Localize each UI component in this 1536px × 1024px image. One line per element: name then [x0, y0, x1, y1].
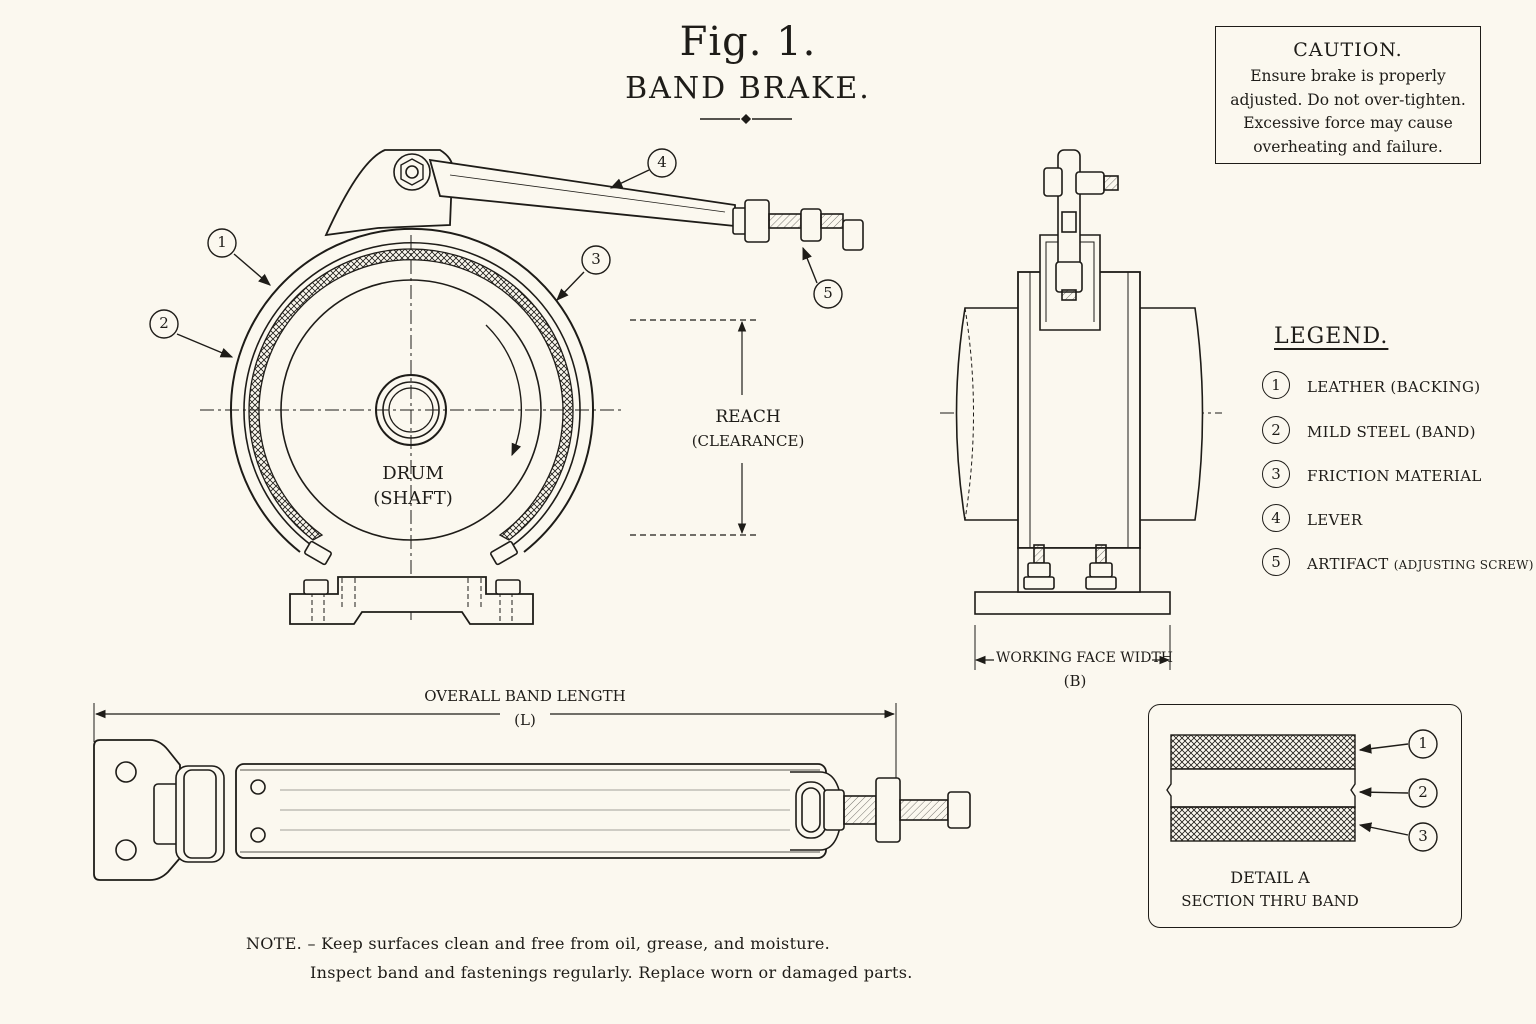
title-ornament [700, 113, 792, 125]
front-view [200, 149, 864, 625]
caution-line: overheating and failure. [1253, 137, 1443, 156]
shaft-hub [375, 374, 447, 446]
band-housing [230, 227, 594, 553]
legend-number: 4 [1262, 504, 1290, 532]
callout-3: 3 [591, 250, 601, 268]
band-anchor-bolts [304, 540, 518, 566]
drum [280, 279, 542, 541]
reach-dimension [630, 319, 758, 536]
shaft-label: (SHAFT) [373, 488, 453, 509]
callout-2: 2 [159, 314, 169, 332]
caution-heading: CAUTION. [1293, 39, 1403, 61]
reach-sublabel: (CLEARANCE) [691, 432, 805, 450]
detail-section [1166, 729, 1438, 852]
detail-title: DETAIL A [1230, 868, 1310, 887]
legend-number: 3 [1262, 460, 1290, 488]
callout-4: 4 [657, 153, 667, 171]
rotation-arrow [485, 324, 522, 457]
legend-title: LEGEND. [1274, 324, 1389, 349]
detail-a-frame [1148, 704, 1462, 928]
detail-callout-3: 3 [1418, 827, 1428, 845]
caution-line: adjusted. Do not over-tighten. [1230, 90, 1466, 109]
lever-adjusting-screw [732, 199, 864, 251]
legend-number: 5 [1262, 548, 1290, 576]
band-length-symbol: (L) [500, 713, 550, 728]
detail-callout-2: 2 [1418, 783, 1428, 801]
figure-title: BAND BRAKE. [625, 71, 871, 106]
callout-1: 1 [217, 233, 227, 251]
caution-box: CAUTION. Ensure brake is properly adjust… [1215, 26, 1481, 164]
legend-label: LEATHER (BACKING) [1307, 378, 1481, 396]
drum-label: DRUM [382, 463, 444, 484]
note-line-1: NOTE. – Keep surfaces clean and free fro… [246, 934, 831, 953]
legend-label-text: ARTIFACT [1307, 555, 1389, 573]
side-view [940, 149, 1222, 670]
face-width-symbol: (B) [1063, 672, 1087, 690]
note-line-2: Inspect band and fastenings regularly. R… [310, 963, 913, 982]
legend-number: 1 [1262, 371, 1290, 399]
legend-label: FRICTION MATERIAL [1307, 467, 1482, 485]
front-callouts [149, 148, 843, 358]
caution-line: Excessive force may cause [1243, 114, 1453, 132]
flat-band [93, 703, 971, 881]
front-base [289, 576, 534, 625]
side-drum [1017, 271, 1141, 549]
friction-lining [248, 248, 574, 541]
caution-line: Ensure brake is properly [1250, 67, 1446, 85]
face-width-label: WORKING FACE WIDTH [996, 650, 1173, 666]
band-length-label: OVERALL BAND LENGTH [410, 689, 640, 704]
detail-callout-1: 1 [1418, 734, 1428, 752]
band-body [235, 763, 827, 859]
side-base [974, 591, 1171, 615]
detail-subtitle: SECTION THRU BAND [1181, 892, 1359, 910]
callout-5: 5 [823, 284, 833, 302]
reach-label: REACH [715, 407, 781, 427]
legend-number: 2 [1262, 416, 1290, 444]
legend-label: LEVER [1307, 511, 1363, 529]
legend-label-note: (ADJUSTING SCREW) [1393, 558, 1534, 572]
figure-number: Fig. 1. [679, 19, 817, 65]
legend-label: MILD STEEL (BAND) [1307, 423, 1476, 441]
legend-label: ARTIFACT (ADJUSTING SCREW) [1307, 555, 1534, 573]
